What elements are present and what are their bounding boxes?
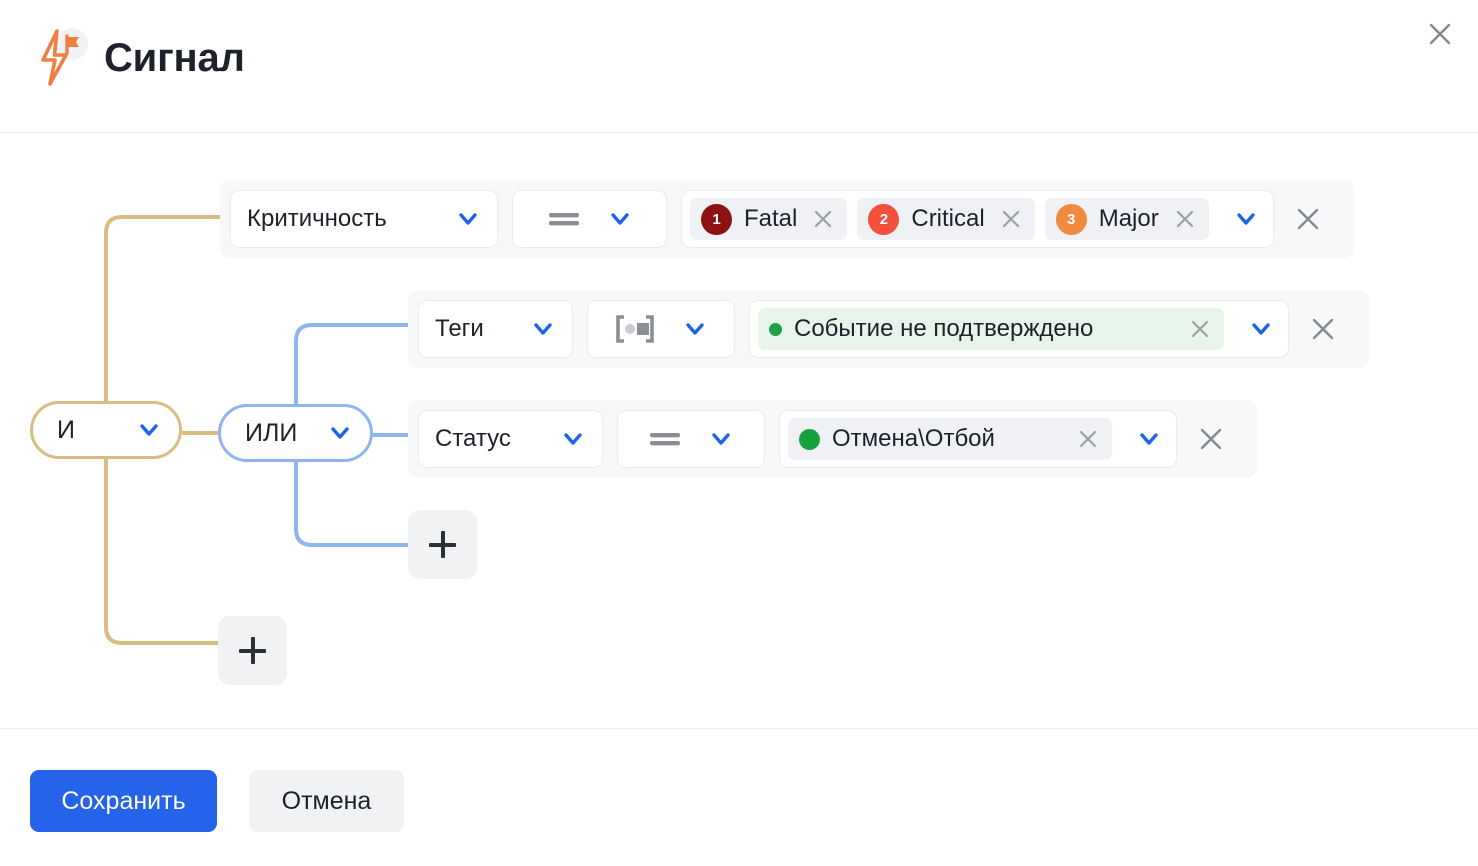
chevron-down-icon[interactable]	[1248, 316, 1274, 342]
remove-value-icon[interactable]	[1173, 207, 1197, 231]
remove-value-icon[interactable]	[1188, 317, 1212, 341]
severity-badge: 2	[868, 203, 900, 235]
remove-value-icon[interactable]	[999, 207, 1023, 231]
remove-condition-icon[interactable]	[1303, 309, 1343, 349]
value-tag: 1 Fatal	[690, 198, 848, 240]
chevron-down-icon	[327, 420, 353, 446]
status-dot-icon	[769, 322, 782, 336]
severity-badge: 3	[1055, 203, 1087, 235]
operator-select[interactable]	[587, 300, 735, 358]
operator-select[interactable]	[512, 190, 667, 248]
field-select[interactable]: Критичность	[230, 190, 498, 248]
operator-select[interactable]	[617, 410, 765, 468]
remove-condition-icon[interactable]	[1288, 199, 1328, 239]
app-logo: Сигнал	[33, 28, 245, 88]
logic-node-or[interactable]: ИЛИ	[218, 404, 373, 462]
field-select-label: Теги	[435, 315, 484, 342]
field-select[interactable]: Статус	[418, 410, 603, 468]
chevron-down-icon	[455, 206, 481, 232]
value-multiselect[interactable]: Отмена\Отбой	[779, 410, 1177, 468]
chevron-down-icon	[136, 417, 162, 443]
chevron-down-icon	[607, 206, 633, 232]
rule-canvas: И ИЛИ Критичность	[0, 133, 1478, 728]
status-dot-icon	[799, 428, 820, 450]
plus-icon	[440, 531, 445, 558]
chevron-down-icon	[708, 426, 734, 452]
value-tag: 2 Critical	[857, 198, 1035, 240]
chevron-down-icon	[682, 316, 708, 342]
chevron-down-icon[interactable]	[1233, 206, 1259, 232]
add-condition-button-group[interactable]	[408, 510, 477, 579]
equals-icon	[547, 209, 581, 229]
value-tag-label: Отмена\Отбой	[832, 425, 995, 452]
value-tag-label: Major	[1098, 205, 1159, 232]
remove-value-icon[interactable]	[811, 207, 835, 231]
condition-row: Критичность 1 Fatal	[220, 180, 1354, 258]
cancel-button[interactable]: Отмена	[249, 770, 404, 832]
value-tag-label: Critical	[911, 205, 985, 232]
value-tag-label: Событие не подтверждено	[794, 315, 1094, 342]
plus-icon	[250, 637, 255, 664]
value-multiselect[interactable]: Событие не подтверждено	[749, 300, 1289, 358]
condition-row: Теги	[408, 290, 1369, 368]
remove-condition-icon[interactable]	[1191, 419, 1231, 459]
lightning-flag-logo-icon	[33, 28, 91, 88]
equals-icon	[648, 429, 682, 449]
field-select-label: Критичность	[247, 205, 387, 232]
contains-icon	[614, 313, 656, 345]
dialog-footer: Сохранить Отмена	[0, 728, 1478, 866]
chevron-down-icon[interactable]	[1136, 426, 1162, 452]
logic-node-and-label: И	[57, 415, 75, 444]
field-select-label: Статус	[435, 425, 511, 452]
remove-value-icon[interactable]	[1076, 427, 1100, 451]
logic-node-or-label: ИЛИ	[245, 418, 298, 447]
chevron-down-icon	[530, 316, 556, 342]
value-tag: Отмена\Отбой	[788, 418, 1112, 460]
value-multiselect[interactable]: 1 Fatal 2 Critical 3 Major	[681, 190, 1274, 248]
field-select[interactable]: Теги	[418, 300, 573, 358]
value-tag: 3 Major	[1044, 198, 1209, 240]
condition-row: Статус Отмена\Отбой	[408, 400, 1257, 478]
save-button[interactable]: Сохранить	[30, 770, 217, 832]
logic-node-and[interactable]: И	[30, 401, 182, 459]
dialog-header: Сигнал	[0, 0, 1478, 133]
severity-badge: 1	[701, 203, 732, 235]
value-tag-label: Fatal	[744, 205, 798, 232]
page-title: Сигнал	[104, 36, 245, 80]
value-tag: Событие не подтверждено	[758, 308, 1224, 350]
chevron-down-icon	[560, 426, 586, 452]
close-icon[interactable]	[1418, 12, 1462, 56]
add-condition-button-root[interactable]	[218, 616, 287, 685]
